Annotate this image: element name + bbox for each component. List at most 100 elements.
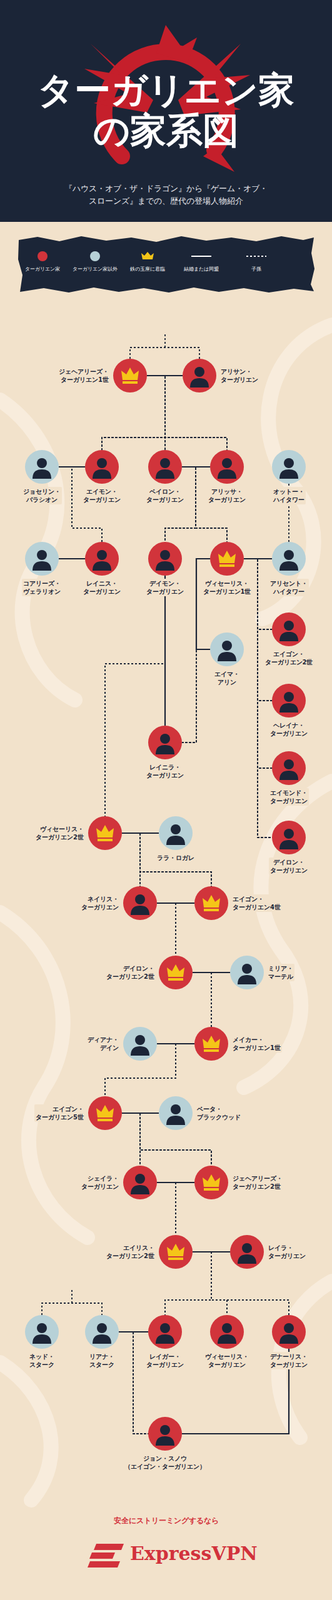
text-line: エイモンド・: [270, 789, 308, 797]
person-circle: [271, 820, 306, 855]
person-node: エイマ・ アリン: [210, 632, 244, 667]
legend-banner: [18, 236, 315, 293]
portrait-circle: [148, 725, 182, 760]
silhouette-body: [279, 1334, 299, 1345]
person-circle: [148, 1315, 182, 1350]
silhouette-head: [283, 550, 294, 561]
person-name: ヘレイナ・ ターガリエン: [268, 720, 309, 739]
portrait-circle: [210, 1315, 244, 1350]
portrait-circle: [85, 450, 119, 484]
silhouette-body: [92, 561, 112, 571]
silhouette-body: [237, 1254, 257, 1265]
person-name: オットー・ ハイタワー: [271, 487, 306, 505]
crown-symbol: [202, 895, 221, 908]
person-name: エイゴン・ ターガリエン5世: [34, 1104, 86, 1123]
person-node: コアリーズ・ ヴェラリオン: [25, 542, 59, 576]
person-node: デイモン・ ターガリエン: [148, 542, 182, 576]
person-node: アリサン・ ターガリエン: [182, 358, 217, 393]
portrait-circle: [158, 1096, 193, 1131]
silhouette-head: [160, 550, 171, 561]
portrait-circle: [85, 542, 119, 576]
person-name: レイニラ・ ターガリエン: [145, 762, 186, 781]
text-line: シェイラ・: [87, 1175, 119, 1183]
person-circle: [210, 632, 244, 667]
portrait-circle: [271, 542, 306, 576]
descent-line: [41, 1303, 102, 1316]
crown-base: [122, 381, 138, 384]
text-line: スターク: [89, 1361, 115, 1369]
person-name: デイロン・ ターガリエン: [268, 857, 309, 876]
text-line: エイゴン・: [52, 1106, 84, 1113]
person-name: アリサン・ ターガリエン: [219, 367, 260, 385]
person-node: レイガー・ ターガリエン: [148, 1315, 182, 1350]
person-node: レイラ・ ターガリエン: [230, 1235, 264, 1270]
person-node: エイリス・ ターガリエン2世: [158, 1235, 193, 1270]
text-line: デイロン・: [123, 965, 155, 973]
descent-line: [133, 1332, 149, 1435]
portrait-circle: [271, 751, 306, 786]
silhouette-body: [190, 378, 209, 388]
logo-wordmark: ExpressVPN: [130, 1543, 268, 1565]
silhouette-body: [279, 703, 299, 713]
portrait-circle: [148, 542, 182, 576]
person-name: エイゴン・ ターガリエン2世: [263, 649, 315, 668]
silhouette-head: [36, 1323, 47, 1334]
descent-line: [130, 347, 200, 359]
person-circle: [25, 1315, 59, 1350]
portrait-circle: [88, 1096, 122, 1131]
text-line: ターガリエン: [270, 730, 308, 738]
person-circle: [158, 955, 193, 990]
text-line: エイマ・: [214, 670, 240, 678]
person-node: エイゴン・ ターガリエン5世: [88, 1096, 122, 1131]
silhouette-head: [135, 1035, 146, 1046]
portrait-circle: [158, 1235, 193, 1270]
silhouette-body: [130, 1185, 150, 1195]
text-line: ターガリエン: [81, 904, 119, 911]
text-line: ターガリエン家: [37, 68, 295, 112]
descent-line: [156, 1182, 176, 1236]
marriage-line: [164, 575, 166, 726]
text-line: ネッド・: [29, 1353, 55, 1361]
person-name: エイゴン・ ターガリエン4世: [231, 894, 282, 913]
text-line: レイニス・: [86, 580, 118, 588]
legend-text: ターガリエン家以外: [72, 266, 118, 273]
person-node: エイゴン・ ターガリエン4世: [194, 886, 229, 921]
swirl: [262, 325, 332, 619]
person-circle: [85, 450, 119, 484]
legend-text: 結婚または同盟: [183, 266, 219, 273]
descent-line: [140, 1113, 159, 1167]
crown-base: [97, 839, 113, 842]
legend-item: ターガリエン家: [14, 251, 71, 274]
silhouette-body: [166, 835, 186, 846]
crown-symbol: [218, 550, 236, 564]
dragon-head: [156, 25, 197, 63]
text-line: リアナ・: [89, 1353, 115, 1361]
text-line: デイン: [100, 1044, 119, 1052]
person-name: ディアナ・ デイン: [86, 1035, 121, 1053]
silhouette-head: [160, 734, 171, 745]
dotted-sample: [246, 255, 267, 257]
descent-line: [211, 972, 231, 1028]
silhouette-head: [160, 1425, 171, 1436]
crown-symbol: [166, 1244, 185, 1257]
person-node: ジョセリン・ バラシオン: [25, 450, 59, 484]
text-line: ターガリエン: [146, 496, 184, 504]
crown-symbol: [96, 1105, 114, 1118]
crown-sample: [141, 251, 154, 260]
silhouette-body: [92, 469, 112, 479]
text-line: デナーリス・: [270, 1353, 308, 1361]
ground-swirls: [0, 325, 332, 1501]
text-line: ターガリエン: [146, 588, 184, 596]
person-circle: [85, 542, 119, 576]
person-name: ベイロン・ ターガリエン: [145, 487, 186, 505]
silhouette-body: [130, 905, 150, 916]
text-line: ジェヘアリーズ・: [232, 1175, 283, 1183]
silhouette-head: [283, 620, 294, 631]
person-node: エイゴン・ ターガリエン2世: [271, 612, 306, 647]
silhouette-head: [283, 692, 294, 703]
marriage-line: [156, 902, 195, 905]
text-line: ターガリエン1世: [60, 376, 109, 384]
person-circle: [123, 886, 157, 921]
legend-sample: [135, 251, 161, 262]
person-node: メイカー・ ターガリエン1世: [194, 1027, 229, 1062]
